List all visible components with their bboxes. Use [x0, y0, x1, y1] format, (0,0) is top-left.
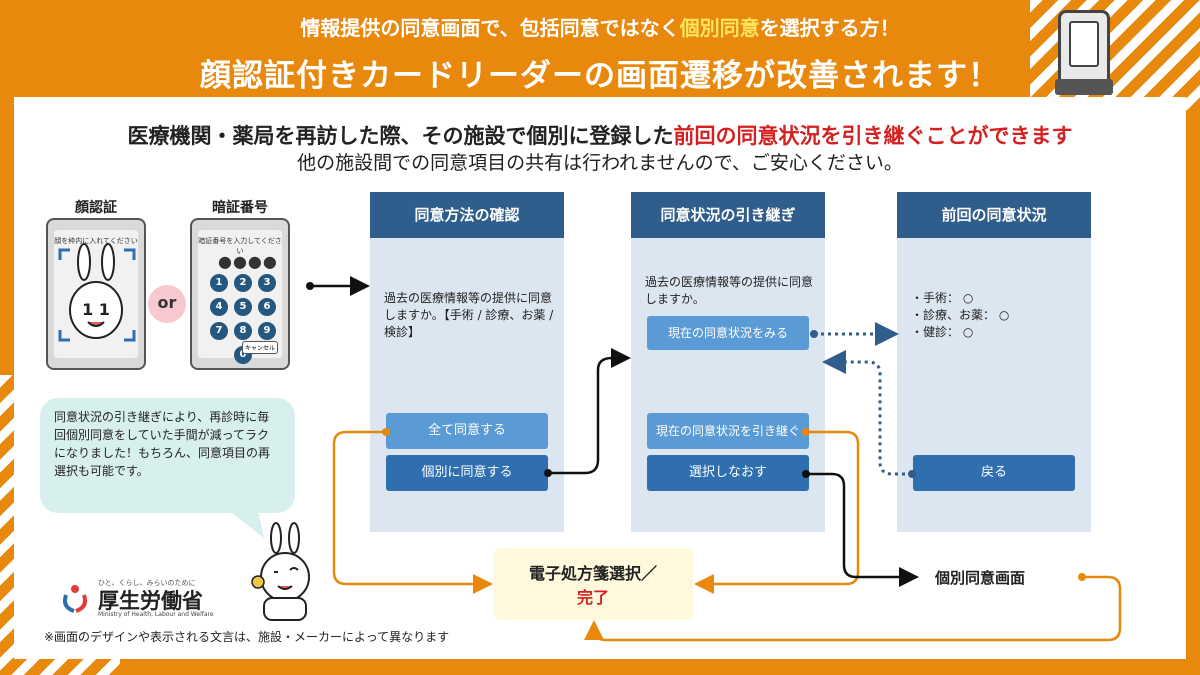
pin-key[interactable]: 8	[234, 322, 252, 340]
lead-line-1: 医療機関・薬局を再訪した際、その施設で個別に登録した前回の同意状況を引き継ぐこと…	[0, 120, 1200, 150]
lead-line-1-red: 前回の同意状況を引き継ぐことができます	[673, 124, 1073, 148]
pin-key[interactable]: 4	[210, 298, 228, 316]
arrow-agree-all-to-done	[332, 428, 493, 594]
column-carry-over-title: 同意状況の引き継ぎ	[631, 192, 825, 238]
speech-bubble: 同意状況の引き継ぎにより、再診時に毎回個別同意をしていた手間が減ってラクになりま…	[40, 398, 295, 513]
lead-line-1-pre: 医療機関・薬局を再訪した際、その施設で個別に登録した	[127, 124, 674, 148]
pin-entry-device: 暗証番号を入力してください ●●●● 1 2 3 4 5 6 7 8 9 0 キ…	[190, 218, 290, 370]
pin-key[interactable]: 9	[258, 322, 276, 340]
face-device-screen: 顔を枠内に入れてください 1 1	[54, 230, 138, 358]
previous-item-surgery: ・手術： ○	[911, 291, 974, 305]
mhlw-mark-icon	[63, 585, 87, 613]
carry-over-consent-button[interactable]: 現在の同意状況を引き継ぐ	[647, 413, 809, 449]
column-previous-consent: 前回の同意状況 ・手術： ○ ・診療、お薬： ○ ・健診： ○ 戻る	[897, 192, 1091, 532]
pin-device-screen-text: 暗証番号を入力してください	[198, 237, 282, 255]
arrow-device-to-method	[306, 276, 370, 296]
rabbit-mascot-icon	[58, 243, 136, 342]
pin-key[interactable]: 1	[210, 274, 228, 292]
pin-key[interactable]: 5	[234, 298, 252, 316]
agree-all-button[interactable]: 全て同意する	[386, 413, 548, 449]
pin-key[interactable]: 7	[210, 322, 228, 340]
back-button[interactable]: 戻る	[913, 455, 1075, 491]
lead-line-2: 他の施設間での同意項目の共有は行われませんので、ご安心ください。	[297, 152, 903, 174]
pin-key[interactable]: 3	[258, 274, 276, 292]
column-previous-title: 前回の同意状況	[897, 192, 1091, 238]
mascot-eyes: 1 1	[82, 300, 110, 319]
pin-device-label: 暗証番号	[212, 200, 268, 216]
or-badge: or	[148, 285, 186, 323]
face-device-label: 顔認証	[75, 200, 117, 216]
view-current-consent-button[interactable]: 現在の同意状況をみる	[647, 316, 809, 350]
header-subtitle-pre: 情報提供の同意画面で、包括同意ではなく	[300, 16, 680, 40]
previous-item-treatment: ・診療、お薬： ○	[911, 308, 1010, 322]
logo-tagline: ひと、くらし、みらいのために	[98, 579, 196, 587]
pin-dots: ●●●●	[218, 252, 278, 271]
card-reader-screen	[1069, 21, 1099, 67]
done-line-2: 完了	[576, 588, 609, 607]
header-title: 顔認証付きカードリーダーの画面遷移が改善されます！	[200, 58, 1000, 94]
column-consent-method-text: 過去の医療情報等の提供に同意しますか。【手術 / 診療、お薬 / 検診】	[384, 291, 554, 339]
column-consent-carry-over: 同意状況の引き継ぎ 過去の医療情報等の提供に同意しますか。 現在の同意状況をみる…	[631, 192, 825, 532]
header-subtitle-highlight: 個別同意	[679, 16, 760, 40]
arrow-view-to-previous	[810, 322, 899, 346]
column-consent-method-title: 同意方法の確認	[370, 192, 564, 238]
reselect-button[interactable]: 選択しなおす	[647, 455, 809, 491]
face-device-screen-text: 顔を枠内に入れてください	[54, 237, 138, 245]
column-consent-method: 同意方法の確認 過去の医療情報等の提供に同意しますか。【手術 / 診療、お薬 /…	[370, 192, 564, 532]
logo-name: 厚生労働省	[98, 589, 203, 613]
individual-consent-screen-label: 個別同意画面	[935, 569, 1026, 587]
arrow-individual-to-carry	[544, 348, 631, 477]
column-carry-over-text: 過去の医療情報等の提供に同意しますか。	[645, 275, 814, 306]
footnote: ※画面のデザインや表示される文言は、施設・メーカーによって異なります	[44, 630, 450, 644]
face-auth-device: 顔を枠内に入れてください 1 1	[46, 218, 146, 370]
arrow-individual-screen-to-done	[584, 573, 1122, 642]
card-reader-icon	[1055, 10, 1113, 95]
arrow-carry-to-done	[694, 428, 860, 594]
done-line-1: 電子処方箋選択／	[528, 564, 657, 583]
arrow-reselect-to-individual	[802, 470, 919, 587]
mhlw-logo: ひと、くらし、みらいのために 厚生労働省 Ministry of Health,…	[58, 578, 218, 618]
rabbit-thumbs-up-icon	[251, 522, 310, 621]
header-subtitle: 情報提供の同意画面で、包括同意ではなく個別同意を選択する方！	[0, 12, 1200, 41]
pin-device-screen: 暗証番号を入力してください ●●●● 1 2 3 4 5 6 7 8 9 0 キ…	[198, 230, 282, 364]
pin-key[interactable]: 2	[234, 274, 252, 292]
agree-individually-button[interactable]: 個別に同意する	[386, 455, 548, 491]
header-subtitle-post: を選択する方！	[759, 16, 900, 40]
previous-item-checkup: ・健診： ○	[911, 325, 974, 339]
pin-key[interactable]: 6	[258, 298, 276, 316]
card-reader-base	[1055, 79, 1113, 95]
logo-english: Ministry of Health, Labour and Welfare	[98, 611, 214, 618]
speech-bubble-tail	[228, 510, 264, 538]
arrow-back-to-carry	[822, 350, 916, 478]
pin-cancel-button[interactable]: キャンセル	[241, 341, 278, 354]
e-prescription-complete-box: 電子処方箋選択／ 完了	[493, 548, 693, 620]
